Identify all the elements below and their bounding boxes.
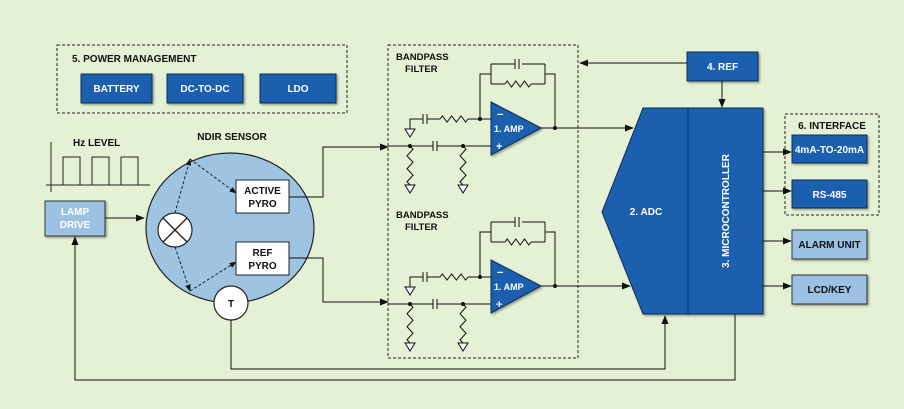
- active-pyro-signal-wire: [289, 143, 389, 198]
- ldo-block[interactable]: LDO: [259, 73, 337, 104]
- battery-block[interactable]: BATTERY: [80, 73, 153, 104]
- light-path-to-active: [189, 158, 237, 194]
- amp-plus-label: +: [496, 299, 502, 311]
- square-wave: [62, 156, 139, 185]
- battery-label: BATTERY: [93, 84, 139, 95]
- ref-pyro-block[interactable]: REF PYRO: [235, 241, 290, 276]
- ref-pyro-label-1: REF: [253, 248, 273, 259]
- filter-title-line1: BANDPASS: [396, 52, 449, 63]
- ground-icon: [404, 286, 416, 296]
- op-amp[interactable]: − 1. AMP +: [490, 259, 543, 314]
- shunt-resistor-icon: [459, 145, 467, 186]
- active-pyro-label-1: ACTIVE: [244, 186, 281, 197]
- shunt-resistor-icon: [459, 303, 467, 344]
- inverting-ground-wire: [409, 276, 423, 287]
- filter-title-line1: BANDPASS: [396, 210, 449, 221]
- op-amp[interactable]: − 1. AMP +: [490, 101, 543, 156]
- gain-resistor-icon: [439, 273, 469, 281]
- 4ma-to-20ma-block[interactable]: 4mA-TO-20mA: [791, 134, 868, 164]
- filter-amp-border: [387, 44, 579, 359]
- interface-title: 6. INTERFACE: [798, 121, 866, 132]
- rs-485-block[interactable]: RS-485: [791, 179, 868, 209]
- ground-icon: [457, 184, 469, 194]
- gain-capacitor-icon: [422, 114, 428, 124]
- shunt-resistor-icon: [406, 303, 414, 344]
- active-pyro-block[interactable]: ACTIVE PYRO: [235, 179, 290, 214]
- amp-plus-label: +: [496, 141, 502, 153]
- light-path-up: [174, 158, 192, 214]
- thermistor-to-adc-wire: [230, 315, 669, 370]
- power-management-group: 5. POWER MANAGEMENT BATTERY DC-TO-DC LDO: [56, 44, 348, 114]
- ground-icon: [404, 128, 416, 138]
- light-path-to-ref: [189, 261, 237, 292]
- microcontroller-block[interactable]: 3. MICROCONTROLLER: [687, 107, 764, 315]
- feedback-resistor-icon: [504, 80, 532, 88]
- mcu-to-lamp-drive-wire: [71, 236, 736, 381]
- shunt-resistor-icon: [406, 145, 414, 186]
- gain-capacitor-icon: [422, 272, 428, 282]
- ref-pyro-label-2: PYRO: [248, 261, 277, 272]
- dc-to-dc-label: DC-TO-DC: [180, 84, 229, 95]
- feedback-wire: [479, 221, 556, 286]
- ground-icon: [404, 184, 416, 194]
- gain-resistor-icon: [439, 115, 469, 123]
- ndir-sensor-title: NDIR SENSOR: [197, 132, 267, 143]
- ground-icon: [457, 342, 469, 352]
- filter-title-line2: FILTER: [405, 222, 438, 233]
- active-pyro-label-2: PYRO: [248, 199, 277, 210]
- feedback-capacitor-icon: [514, 59, 520, 69]
- hz-level-waveform: Hz LEVEL: [46, 138, 150, 192]
- interface-group: 6. INTERFACE 4mA-TO-20mA RS-485: [784, 113, 880, 216]
- adc-block[interactable]: 2. ADC: [601, 107, 689, 315]
- series-capacitor-icon: [432, 141, 438, 151]
- ldo-label: LDO: [287, 84, 308, 95]
- series-capacitor-icon: [432, 299, 438, 309]
- ndir-sensor: NDIR SENSOR ACTIVE PYRO REF PYRO T: [145, 132, 315, 321]
- ref-pyro-signal-wire: [289, 257, 389, 306]
- alarm-unit-label: ALARM UNIT: [798, 240, 860, 251]
- thermistor[interactable]: T: [213, 285, 249, 321]
- thermistor-label: T: [228, 299, 234, 310]
- power-management-border: [56, 44, 348, 114]
- hz-level-label: Hz LEVEL: [73, 138, 120, 149]
- lamp-drive-label-1: LAMP: [61, 207, 90, 218]
- amp-label: 1. AMP: [494, 124, 524, 134]
- alarm-unit-block[interactable]: ALARM UNIT: [791, 229, 868, 260]
- 4ma-to-20ma-label: 4mA-TO-20mA: [795, 145, 864, 156]
- lcd-key-block[interactable]: LCD/KEY: [791, 274, 868, 305]
- lcd-key-label: LCD/KEY: [808, 285, 852, 296]
- ref-block[interactable]: 4. REF: [686, 51, 759, 82]
- lamp-cross-icon: [157, 212, 193, 248]
- amp-minus-label: −: [497, 109, 503, 121]
- ref-label: 4. REF: [707, 62, 738, 73]
- microcontroller-label: 3. MICROCONTROLLER: [721, 153, 732, 268]
- feedback-wire: [479, 63, 556, 128]
- lamp-drive-label-2: DRIVE: [60, 220, 91, 231]
- ground-icon: [404, 342, 416, 352]
- inverting-ground-wire: [409, 118, 423, 129]
- amp-minus-label: −: [497, 267, 503, 279]
- rs-485-label: RS-485: [813, 190, 847, 201]
- filter-title-line2: FILTER: [405, 64, 438, 75]
- light-path-down: [174, 246, 191, 292]
- dc-to-dc-block[interactable]: DC-TO-DC: [166, 73, 244, 104]
- feedback-resistor-icon: [504, 238, 532, 246]
- lamp-drive-block[interactable]: LAMP DRIVE: [44, 200, 106, 237]
- amp-label: 1. AMP: [494, 282, 524, 292]
- power-management-title: 5. POWER MANAGEMENT: [72, 54, 196, 65]
- adc-label: 2. ADC: [630, 207, 662, 218]
- feedback-capacitor-icon: [514, 217, 520, 227]
- interface-border: [784, 113, 880, 216]
